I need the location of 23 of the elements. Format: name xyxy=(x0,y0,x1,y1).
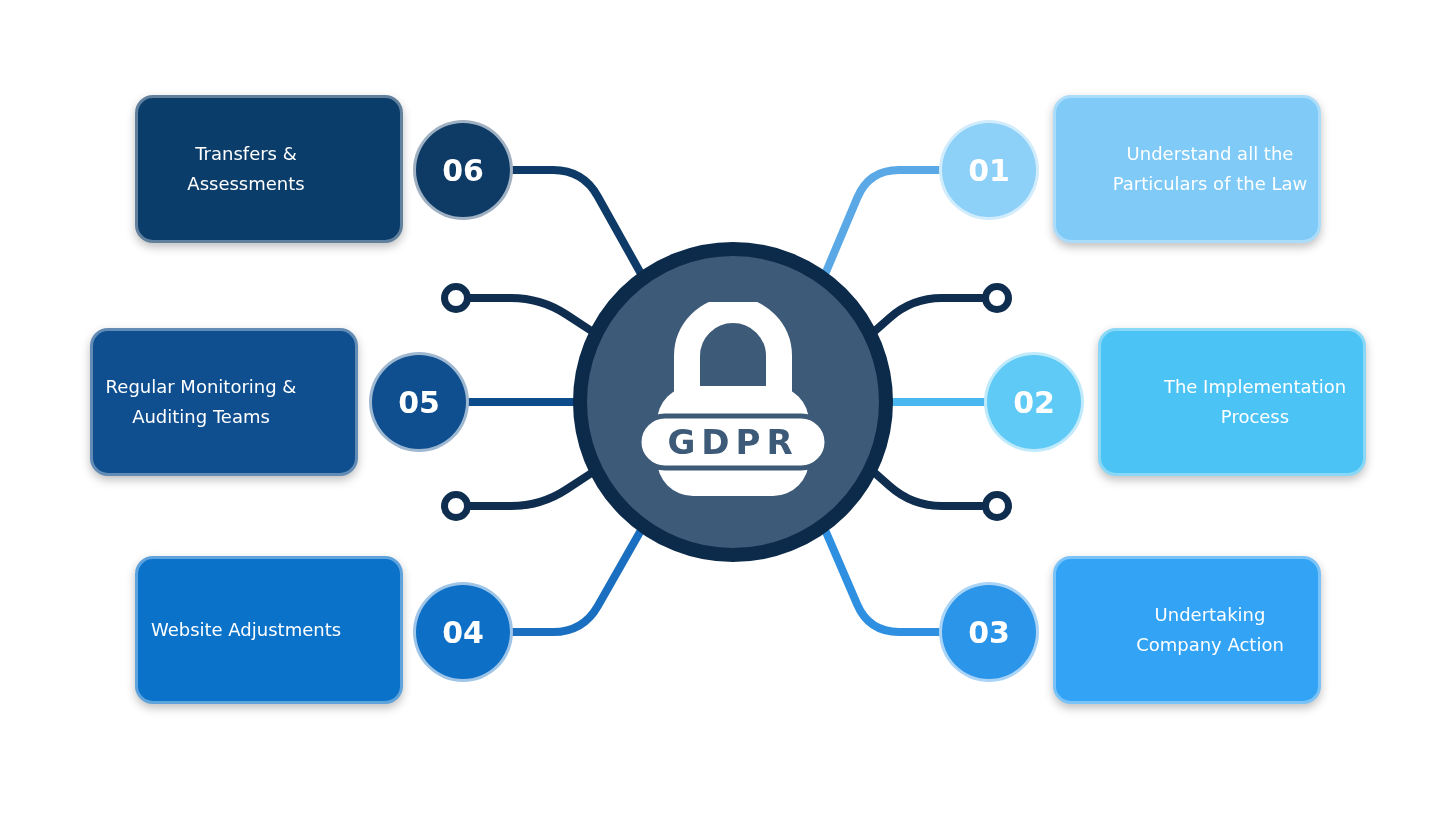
step-number: 03 xyxy=(968,614,1010,650)
step-number: 02 xyxy=(1013,384,1055,420)
step-title: Understand all the Particulars of the Law xyxy=(1112,142,1308,196)
end-ring xyxy=(441,283,471,313)
step-card xyxy=(1053,556,1321,704)
step-card xyxy=(1098,328,1366,476)
step-title: Transfers & Assessments xyxy=(186,142,306,196)
step-title: The Implementation Process xyxy=(1162,375,1348,429)
step-title: Website Adjustments xyxy=(150,618,342,642)
hub-label: GDPR xyxy=(666,421,800,464)
step-card xyxy=(1053,95,1321,243)
step-number: 01 xyxy=(968,152,1010,188)
step-card xyxy=(90,328,358,476)
step-card xyxy=(135,95,403,243)
end-ring xyxy=(982,491,1012,521)
step-title: Regular Monitoring & Auditing Teams xyxy=(104,375,298,429)
step-number: 05 xyxy=(398,384,440,420)
step-number: 04 xyxy=(442,614,484,650)
end-ring xyxy=(441,491,471,521)
step-card xyxy=(135,556,403,704)
end-ring xyxy=(982,283,1012,313)
step-title: Undertaking Company Action xyxy=(1135,603,1285,657)
step-number: 06 xyxy=(442,152,484,188)
